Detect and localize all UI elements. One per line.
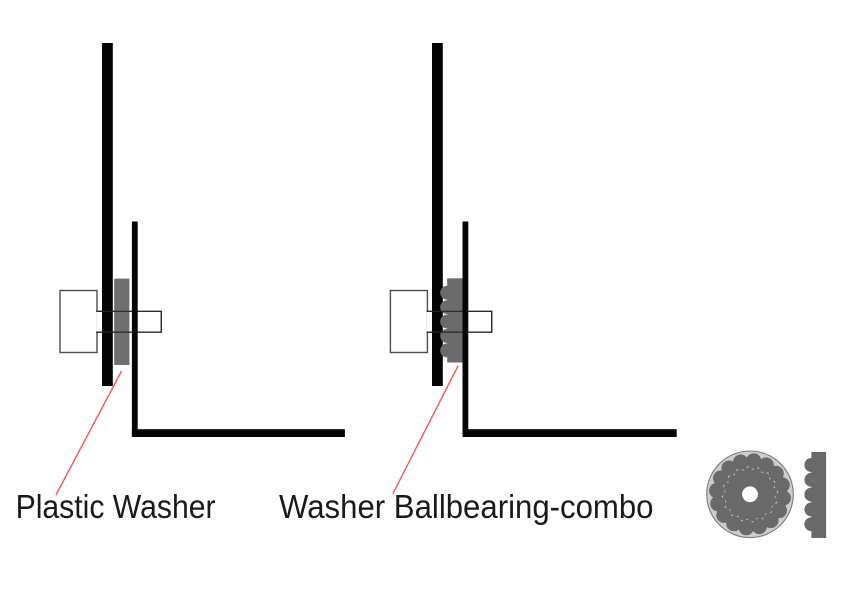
svg-text:Plastic Washer: Plastic Washer [16,489,216,526]
svg-text:Washer Ballbearing-combo: Washer Ballbearing-combo [279,489,654,526]
